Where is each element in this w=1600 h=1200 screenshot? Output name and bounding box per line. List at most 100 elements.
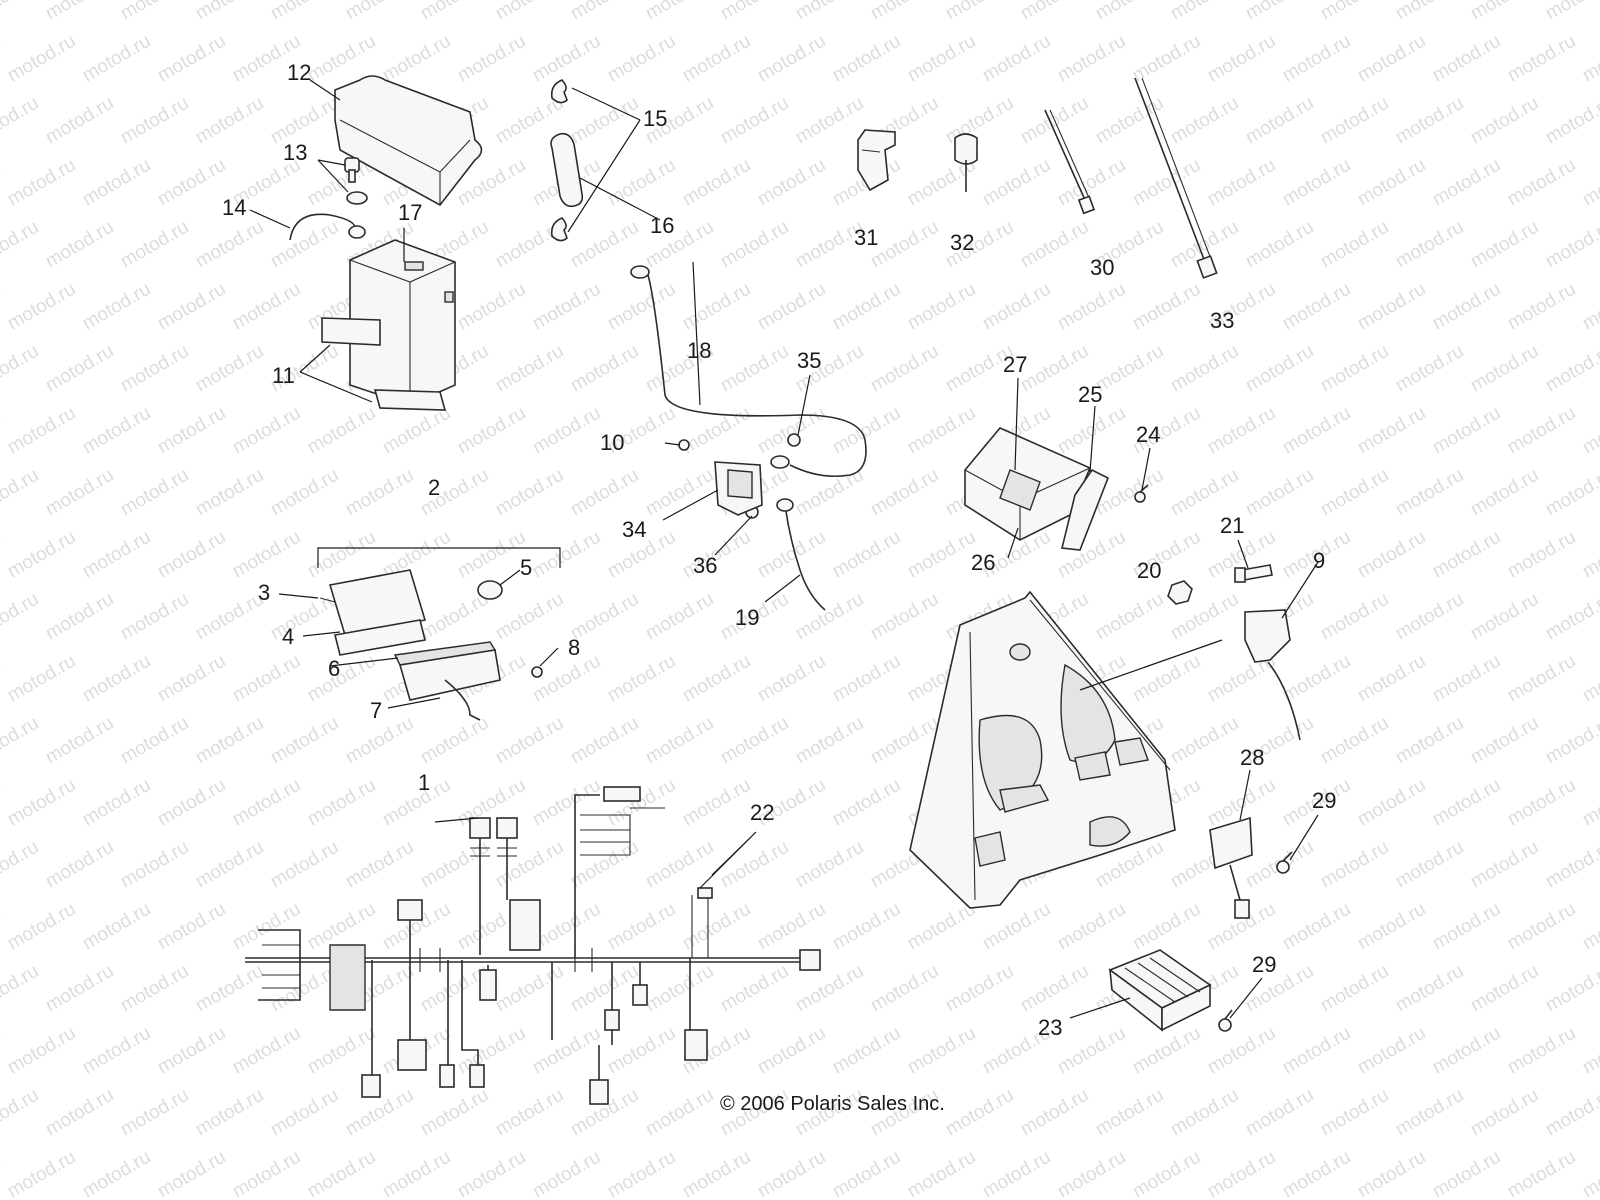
watermark-text: motod.ru (1317, 961, 1392, 1017)
callout-34: 34 (622, 517, 646, 542)
watermark-text: motod.ru (1317, 0, 1392, 24)
callout-29a: 29 (1312, 788, 1336, 813)
watermark-text: motod.ru (229, 775, 304, 831)
watermark-text: motod.ru (1542, 713, 1600, 769)
watermark-text: motod.ru (0, 155, 4, 211)
watermark-text: motod.ru (792, 93, 867, 149)
part-tail-light (317, 547, 561, 721)
callout-14: 14 (222, 195, 246, 220)
part-mounting-panel (909, 590, 1176, 909)
watermark-text: motod.ru (642, 1085, 717, 1141)
watermark-text: motod.ru (492, 1085, 567, 1141)
watermark-text: motod.ru (1504, 1147, 1579, 1200)
watermark-text: motod.ru (42, 713, 117, 769)
watermark-text: motod.ru (1542, 837, 1600, 893)
watermark-text: motod.ru (1392, 713, 1467, 769)
watermark-text: motod.ru (567, 465, 642, 521)
watermark-text: motod.ru (42, 589, 117, 645)
callout-20: 20 (1137, 558, 1161, 583)
watermark-text: motod.ru (1467, 465, 1542, 521)
part-battery-strap (550, 79, 584, 242)
watermark-text: motod.ru (642, 589, 717, 645)
watermark-text: motod.ru (42, 961, 117, 1017)
watermark-text: motod.ru (1467, 93, 1542, 149)
callout-21: 21 (1220, 513, 1244, 538)
watermark-text: motod.ru (1429, 899, 1504, 955)
watermark-text: motod.ru (1504, 279, 1579, 335)
watermark-text: motod.ru (1354, 155, 1429, 211)
watermark-text: motod.ru (1429, 155, 1504, 211)
callout-18: 18 (687, 338, 711, 363)
callout-3: 3 (258, 580, 270, 605)
watermark-text: motod.ru (717, 713, 792, 769)
watermark-text: motod.ru (1354, 31, 1429, 87)
watermark-text: motod.ru (642, 713, 717, 769)
watermark-text: motod.ru (0, 837, 42, 893)
watermark-text: motod.ru (117, 589, 192, 645)
watermark-text: motod.ru (117, 837, 192, 893)
watermark-text: motod.ru (1354, 899, 1429, 955)
watermark-text: motod.ru (417, 713, 492, 769)
watermark-text: motod.ru (1392, 961, 1467, 1017)
callout-11a: 11 (272, 363, 295, 388)
watermark-text: motod.ru (1279, 899, 1354, 955)
watermark-text: motod.ru (1129, 1147, 1204, 1200)
watermark-text: motod.ru (1204, 1023, 1279, 1079)
watermark-text: motod.ru (979, 155, 1054, 211)
watermark-text: motod.ru (867, 589, 942, 645)
watermark-text: motod.ru (0, 465, 42, 521)
watermark-text: motod.ru (529, 1023, 604, 1079)
watermark-text: motod.ru (154, 775, 229, 831)
callout-6: 6 (328, 656, 340, 681)
watermark-text: motod.ru (942, 1085, 1017, 1141)
part-bolt-washer (344, 157, 368, 205)
watermark-text: motod.ru (979, 31, 1054, 87)
watermark-text: motod.ru (1129, 899, 1204, 955)
part-battery-cover (334, 75, 483, 207)
watermark-text: motod.ru (1017, 961, 1092, 1017)
watermark-text: motod.ru (529, 31, 604, 87)
watermark-text: motod.ru (1279, 1023, 1354, 1079)
watermark-text: motod.ru (417, 1085, 492, 1141)
watermark-text: motod.ru (1242, 1085, 1317, 1141)
watermark-text: motod.ru (1167, 465, 1242, 521)
watermark-text: motod.ru (492, 0, 567, 24)
watermark-text: motod.ru (1129, 1023, 1204, 1079)
callout-36: 36 (693, 553, 717, 578)
watermark-text: motod.ru (379, 31, 454, 87)
watermark-text: motod.ru (304, 403, 379, 459)
watermark-text: motod.ru (154, 1023, 229, 1079)
watermark-text: motod.ru (454, 31, 529, 87)
watermark-text: motod.ru (1429, 527, 1504, 583)
callout-9: 9 (1313, 548, 1325, 573)
part-module-28 (1209, 816, 1253, 919)
watermark-text: motod.ru (529, 279, 604, 335)
watermark-text: motod.ru (904, 31, 979, 87)
watermark-text: motod.ru (829, 31, 904, 87)
callout-labels: 1 2 3 4 5 6 7 8 9 10 11 12 13 14 15 16 1… (222, 60, 1336, 1040)
part-bolt-21 (1234, 564, 1273, 583)
watermark-text: motod.ru (1317, 589, 1392, 645)
watermark-text: motod.ru (1129, 31, 1204, 87)
watermark-text: motod.ru (1279, 31, 1354, 87)
watermark-text: motod.ru (1054, 1147, 1129, 1200)
watermark-text: motod.ru (567, 217, 642, 273)
watermark-text: motod.ru (904, 1147, 979, 1200)
watermark-text: motod.ru (1504, 899, 1579, 955)
watermark-text: motod.ru (754, 899, 829, 955)
watermark-text: motod.ru (492, 961, 567, 1017)
watermark-text: motod.ru (829, 775, 904, 831)
watermark-text: motod.ru (0, 899, 4, 955)
watermark-text: motod.ru (1279, 279, 1354, 335)
watermark-text: motod.ru (1467, 837, 1542, 893)
watermark-text: motod.ru (1317, 837, 1392, 893)
watermark-text: motod.ru (1392, 1085, 1467, 1141)
watermark-text: motod.ru (679, 1147, 754, 1200)
watermark-text: motod.ru (1017, 217, 1092, 273)
watermark-text: motod.ru (1429, 1023, 1504, 1079)
callout-35: 35 (797, 348, 821, 373)
part-nut-20 (1167, 580, 1193, 605)
watermark-text: motod.ru (42, 93, 117, 149)
watermark-text: motod.ru (267, 837, 342, 893)
watermark-text: motod.ru (604, 775, 679, 831)
